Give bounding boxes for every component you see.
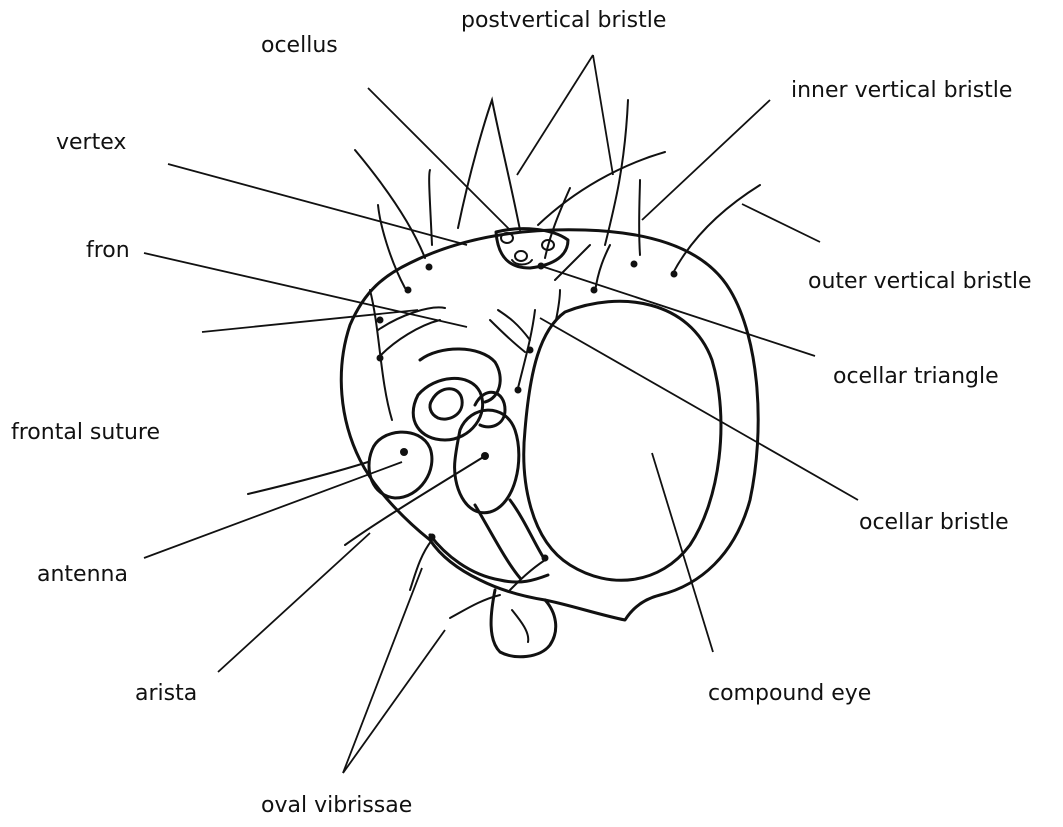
leader-frontal-suture (202, 310, 418, 332)
arista-left (248, 462, 368, 494)
ocellus-3 (515, 251, 527, 261)
compound-eye-shape (524, 301, 721, 580)
leader-arista (218, 533, 370, 672)
leader-postvertical-1 (517, 55, 593, 175)
leader-fron (144, 253, 467, 327)
label-antenna: antenna (37, 564, 128, 586)
leader-antenna (144, 462, 402, 558)
head-outline (341, 230, 758, 620)
label-vertex: vertex (56, 132, 126, 154)
label-ocellar-bristle: ocellar bristle (859, 512, 1009, 534)
label-arista: arista (135, 683, 197, 705)
label-postvertical-bristle: postvertical bristle (461, 10, 666, 32)
leader-vertex (168, 164, 467, 245)
label-ocellar-triangle: ocellar triangle (833, 366, 999, 388)
label-oval-vibrissae: oval vibrissae (261, 795, 412, 817)
leader-compound-eye (652, 453, 713, 652)
leader-oval-vibrissae-2 (343, 630, 445, 773)
leader-ocellar-bristle (540, 318, 858, 500)
label-compound-eye: compound eye (708, 683, 871, 705)
leader-oval-vibrissae-1 (343, 568, 422, 773)
leader-inner-vertical (642, 100, 770, 220)
leader-outer-vertical (742, 204, 820, 242)
label-inner-vertical-bristle: inner vertical bristle (791, 80, 1012, 102)
proboscis (491, 590, 556, 657)
leader-postvertical-2 (593, 55, 613, 175)
label-frontal-suture: frontal suture (11, 422, 160, 444)
label-ocellus: ocellus (261, 35, 338, 57)
label-fron: fron (86, 240, 130, 262)
leader-ocellar-triangle (538, 265, 815, 356)
label-outer-vertical-bristle: outer vertical bristle (808, 271, 1031, 293)
